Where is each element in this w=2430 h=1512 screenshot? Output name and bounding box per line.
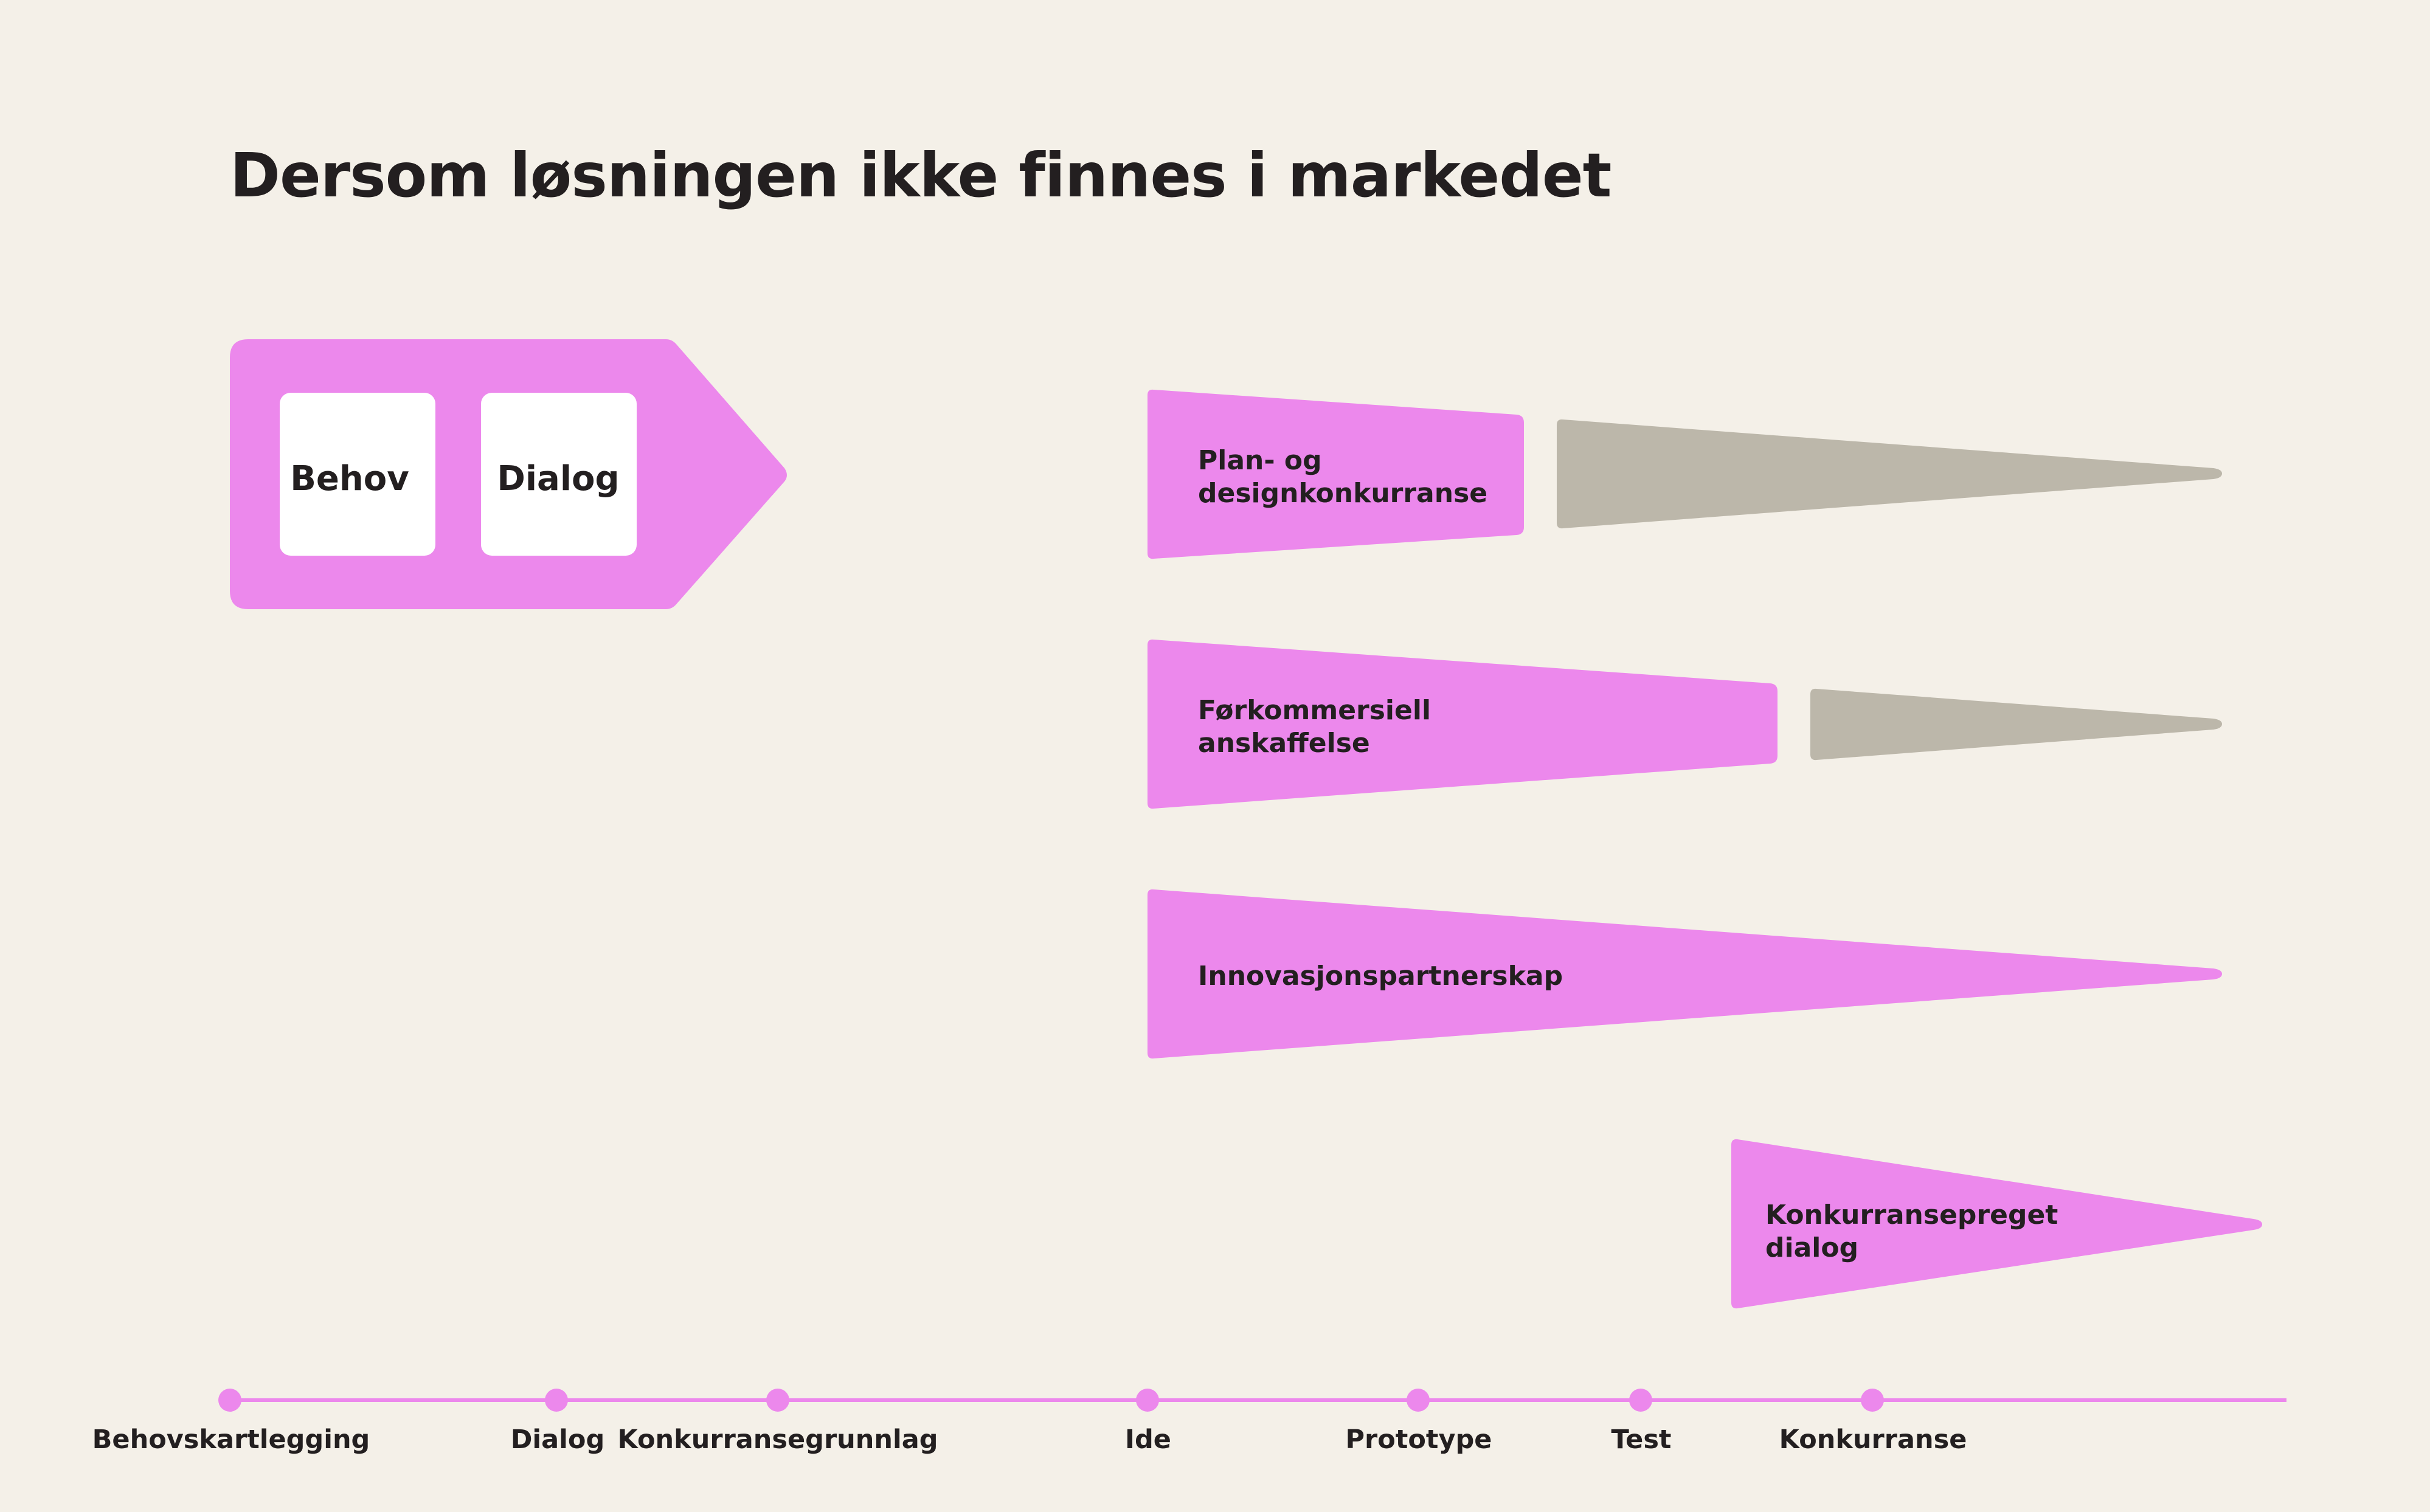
timeline-dot	[766, 1389, 789, 1412]
procedure-pink-shape	[1148, 639, 1778, 809]
timeline-dot	[1861, 1389, 1884, 1412]
behov-box	[280, 393, 435, 556]
procedure-grey-shape	[1810, 688, 2222, 761]
timeline-label: Behovskartlegging	[92, 1424, 370, 1455]
procedure-grey-shape	[1557, 419, 2222, 529]
timeline-dot	[1407, 1389, 1430, 1412]
procedure-pink-shape	[1148, 389, 1524, 559]
timeline-label: Prototype	[1346, 1424, 1492, 1455]
timeline-label: Konkurransegrunnlag	[617, 1424, 938, 1455]
procedure-label-line2: designkonkurranse	[1198, 478, 1487, 509]
procedure-label-line2: anskaffelse	[1198, 728, 1370, 759]
timeline-dot	[218, 1389, 241, 1412]
procedure-innovasjonspartnerskap: Innovasjonspartnerskap	[1148, 889, 2222, 1059]
dialog-box-label: Dialog	[497, 459, 619, 499]
procedure-konkurransepreget-dialog: Konkurransepreget dialog	[1731, 1139, 2262, 1309]
page-title: Dersom løsningen ikke finnes i markedet	[230, 140, 1611, 211]
timeline-label: Dialog	[511, 1424, 605, 1455]
timeline-label: Konkurranse	[1779, 1424, 1967, 1455]
timeline-label: Ide	[1125, 1424, 1171, 1455]
dialog-box	[481, 393, 637, 556]
timeline-dot	[545, 1389, 568, 1412]
timeline: Behovskartlegging Dialog Konkurransegrun…	[92, 1389, 2286, 1455]
procedure-plan-og-designkonkurranse: Plan- og designkonkurranse	[1148, 389, 2222, 559]
procedure-pink-shape	[1731, 1139, 2262, 1309]
procedure-label-line1: Innovasjonspartnerskap	[1198, 961, 1563, 992]
timeline-label: Test	[1611, 1424, 1672, 1455]
procedure-pink-shape	[1148, 889, 2222, 1059]
timeline-dot	[1136, 1389, 1159, 1412]
timeline-dot	[1629, 1389, 1652, 1412]
procedure-label-line1: Plan- og	[1198, 445, 1322, 476]
procedure-label-line2: dialog	[1765, 1232, 1858, 1263]
behov-box-label: Behov	[290, 459, 409, 499]
start-arrow-block: Behov Dialog	[230, 339, 787, 609]
procedure-label-line1: Konkurransepreget	[1765, 1200, 2058, 1231]
procedure-forkommersiell-anskaffelse: Førkommersiell anskaffelse	[1148, 639, 2222, 809]
procedure-label-line1: Førkommersiell	[1198, 695, 1431, 726]
